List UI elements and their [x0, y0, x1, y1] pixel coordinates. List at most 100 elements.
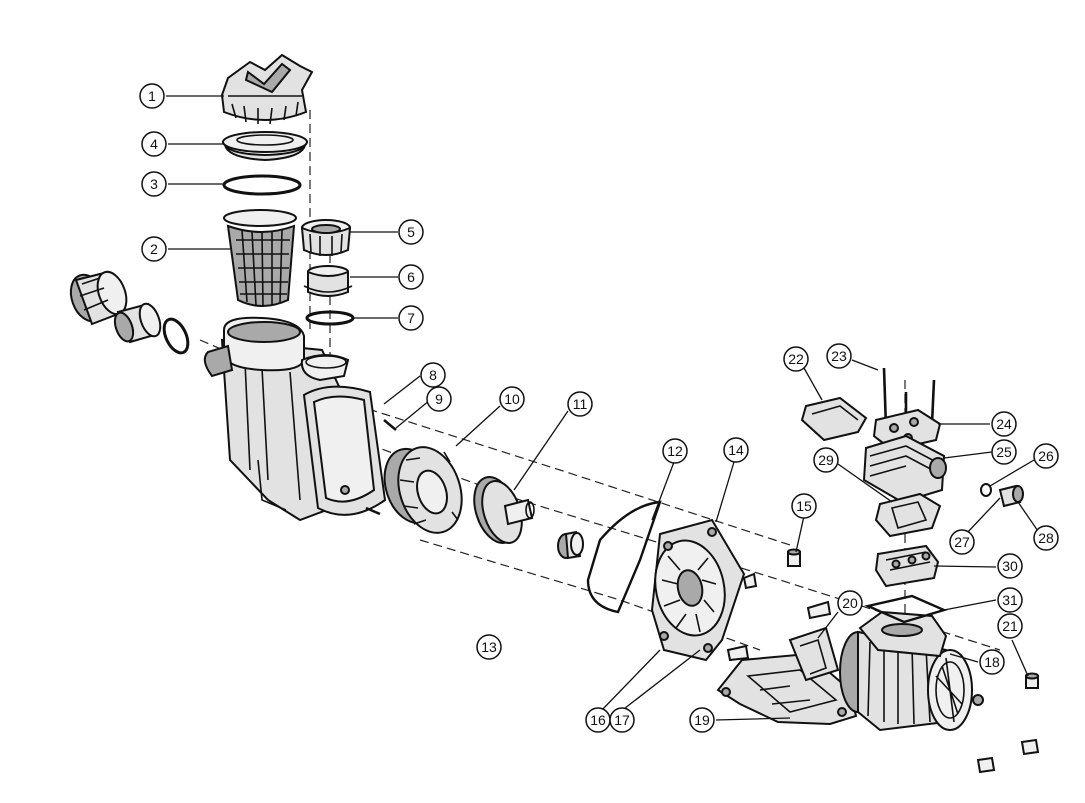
callout-circle [426, 386, 452, 412]
part-strainer-lid [220, 53, 314, 125]
callout-4: 4 [141, 131, 167, 157]
part-union-nut-small [300, 219, 352, 256]
callout-circle [991, 411, 1017, 437]
callout-6: 6 [398, 264, 424, 290]
callout-number: 13 [481, 639, 497, 655]
callout-1: 1 [139, 83, 165, 109]
callout-10: 10 [499, 386, 525, 412]
callout-circle [139, 83, 165, 109]
callout-21: 21 [997, 613, 1023, 639]
part-inlet-o-ring [162, 317, 190, 355]
callout-number: 29 [818, 452, 834, 468]
callout-number: 15 [796, 498, 812, 514]
callout-5: 5 [398, 219, 424, 245]
callout-number: 6 [407, 269, 415, 285]
callout-number: 18 [984, 654, 1000, 670]
part-bolts-21 [976, 672, 1040, 774]
callout-number: 28 [1038, 530, 1054, 546]
callout-11: 11 [567, 391, 593, 417]
callout-number: 21 [1002, 618, 1018, 634]
callout-number: 26 [1038, 448, 1054, 464]
callout-30: 30 [997, 553, 1023, 579]
callout-circle [813, 447, 839, 473]
callout-16: 16 [585, 707, 611, 733]
callout-9: 9 [426, 386, 452, 412]
callout-circle [141, 171, 167, 197]
callout-number: 9 [435, 391, 443, 407]
callout-number: 24 [996, 416, 1012, 432]
callout-circle [398, 219, 424, 245]
callout-circle [420, 362, 446, 388]
callout-number: 8 [429, 367, 437, 383]
callout-circle [662, 438, 688, 464]
part-bolts-16-17 [726, 572, 832, 662]
callout-17: 17 [609, 707, 635, 733]
callout-circle [689, 707, 715, 733]
callout-number: 27 [954, 534, 970, 550]
part-terminal-cover [800, 396, 868, 442]
callout-circle [398, 264, 424, 290]
part-bolt-15 [787, 548, 801, 567]
callout-7: 7 [398, 305, 424, 331]
callout-12: 12 [662, 438, 688, 464]
part-impeller [473, 476, 535, 544]
callout-number: 22 [788, 351, 804, 367]
part-housing-gasket [586, 500, 662, 614]
callout-31: 31 [997, 587, 1023, 613]
callout-circle [609, 707, 635, 733]
callout-number: 16 [590, 712, 606, 728]
callout-22: 22 [783, 346, 809, 372]
part-inlet-union-tail [113, 302, 162, 344]
callout-18: 18 [979, 649, 1005, 675]
callout-number: 12 [667, 443, 683, 459]
callout-19: 19 [689, 707, 715, 733]
callout-number: 4 [150, 136, 158, 152]
callout-number: 2 [150, 241, 158, 257]
callout-number: 10 [504, 391, 520, 407]
callout-number: 14 [728, 442, 744, 458]
callout-20: 20 [837, 590, 863, 616]
part-terminal-block [874, 544, 940, 588]
part-terminal-box [862, 434, 947, 504]
callout-circle [723, 437, 749, 463]
callout-29: 29 [813, 447, 839, 473]
callout-circle [567, 391, 593, 417]
callout-number: 3 [150, 176, 158, 192]
callout-circle [783, 346, 809, 372]
part-drain-plug [365, 419, 397, 516]
callout-circle [997, 613, 1023, 639]
callout-number: 7 [407, 310, 415, 326]
callout-number: 1 [148, 88, 156, 104]
callout-number: 23 [831, 348, 847, 364]
callout-number: 17 [614, 712, 630, 728]
callout-14: 14 [723, 437, 749, 463]
callout-circle [949, 529, 975, 555]
callout-number: 5 [407, 224, 415, 240]
part-strainer-basket [223, 209, 297, 307]
callout-8: 8 [420, 362, 446, 388]
callout-13: 13 [476, 634, 502, 660]
part-union-o-ring [305, 310, 355, 326]
callout-circle [499, 386, 525, 412]
part-motor [839, 610, 984, 732]
callout-number: 19 [694, 712, 710, 728]
callout-circle [398, 305, 424, 331]
callout-2: 2 [141, 236, 167, 262]
callout-number: 31 [1002, 592, 1018, 608]
callout-circle [1033, 525, 1059, 551]
part-seal-plate [650, 518, 746, 662]
part-cable-gland [980, 483, 1024, 508]
callout-circle [826, 343, 852, 369]
part-mechanical-seal [557, 530, 584, 560]
callout-26: 26 [1033, 443, 1059, 469]
part-diffuser [383, 446, 463, 534]
part-support-bracket [788, 626, 840, 682]
callout-number: 25 [996, 444, 1012, 460]
callout-27: 27 [949, 529, 975, 555]
callout-15: 15 [791, 493, 817, 519]
callout-circle [997, 587, 1023, 613]
callout-3: 3 [141, 171, 167, 197]
